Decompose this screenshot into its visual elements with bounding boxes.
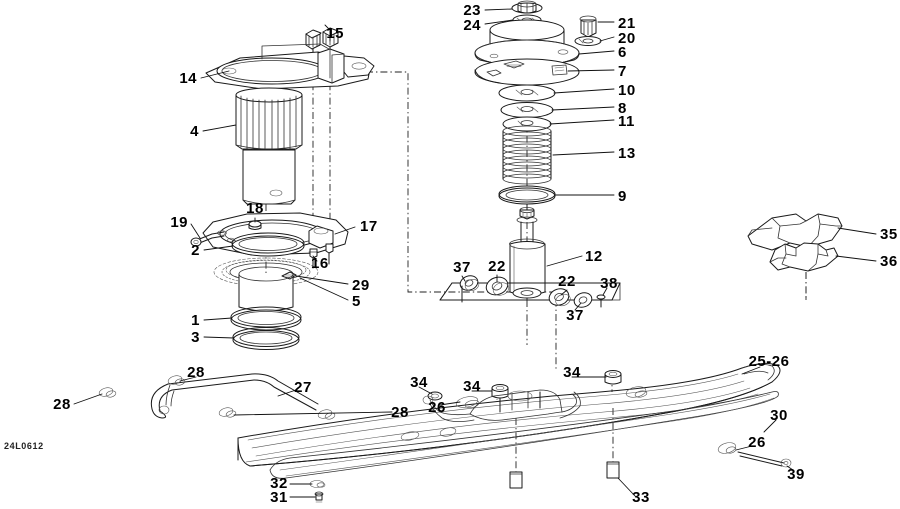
callout-15: 15 xyxy=(326,25,344,42)
callout-29: 29 xyxy=(352,277,370,294)
callout-18: 18 xyxy=(246,200,264,217)
callout-34-b: 34 xyxy=(463,378,481,395)
part-19-lever xyxy=(190,231,225,247)
callout-28-mid: 28 xyxy=(391,404,409,421)
part-36-clip xyxy=(769,242,839,272)
part-28-grommets xyxy=(98,375,336,420)
callout-17: 17 xyxy=(360,218,378,235)
part-26-grommet xyxy=(455,396,480,409)
callout-31: 31 xyxy=(270,489,288,506)
shock-rod xyxy=(516,203,538,224)
callout-8: 8 xyxy=(618,100,627,117)
callout-24: 24 xyxy=(463,17,481,34)
ski-saddle-mount xyxy=(400,386,648,441)
callout-23: 23 xyxy=(463,2,481,19)
callout-34-a: 34 xyxy=(410,374,428,391)
part-29-bearing xyxy=(213,257,319,312)
part-1-ring xyxy=(230,306,302,331)
callout-28-top: 28 xyxy=(187,364,205,381)
left-steering-column-assembly xyxy=(190,27,375,350)
callout-22-left: 22 xyxy=(488,258,506,275)
part-2-ring xyxy=(231,232,305,257)
part-10-washer xyxy=(498,84,556,102)
part-3-ring xyxy=(232,327,300,350)
callout-19: 19 xyxy=(170,214,188,231)
right-bracket-assembly xyxy=(747,213,843,272)
callout-9: 9 xyxy=(618,188,627,205)
callout-36: 36 xyxy=(880,253,898,270)
part-27-handle xyxy=(98,373,336,420)
callout-12: 12 xyxy=(585,248,603,265)
callout-26-a: 26 xyxy=(428,399,446,416)
part-11-spring-cap xyxy=(502,116,552,132)
part-8-washer xyxy=(500,102,554,118)
callout-14: 14 xyxy=(179,70,197,87)
callout-4: 4 xyxy=(190,123,199,140)
callout-3: 3 xyxy=(191,329,200,346)
part-34-bolts xyxy=(427,370,622,401)
part-7-retainer xyxy=(474,58,580,86)
part-6-upper-cap xyxy=(474,19,580,67)
part-20-washer xyxy=(574,36,602,46)
callout-28-left: 28 xyxy=(53,396,71,413)
part-21-bolt xyxy=(579,15,597,38)
part-14-top-plate xyxy=(205,43,375,90)
callout-33: 33 xyxy=(632,489,650,506)
callout-37-left: 37 xyxy=(453,259,471,276)
callout-21: 21 xyxy=(618,15,636,32)
part-15-bolts xyxy=(305,27,339,67)
part-32-31-runner-bolt xyxy=(309,480,326,503)
callout-2: 2 xyxy=(191,242,200,259)
callout-37-right: 37 xyxy=(566,307,584,324)
callout-10: 10 xyxy=(618,82,636,99)
part-30-runner xyxy=(269,391,779,479)
callout-1: 1 xyxy=(191,312,200,329)
leader-lines xyxy=(73,8,877,498)
callout-30: 30 xyxy=(770,407,788,424)
callout-39: 39 xyxy=(787,466,805,483)
callout-34-c: 34 xyxy=(563,364,581,381)
part-26b-39-rear xyxy=(717,442,792,468)
part-4-splined-column xyxy=(235,87,303,205)
callout-22-right: 22 xyxy=(558,273,576,290)
callout-6: 6 xyxy=(618,44,627,61)
callout-35: 35 xyxy=(880,226,898,243)
part-23-nut xyxy=(511,0,543,14)
callout-11: 11 xyxy=(618,113,635,130)
part-16-bolt xyxy=(308,243,334,269)
part-12-shock-body xyxy=(509,221,546,296)
callout-labels: 15 14 4 19 18 17 2 16 29 5 1 3 23 24 21 … xyxy=(53,2,898,506)
callout-13: 13 xyxy=(618,145,636,162)
part-35-saddle xyxy=(747,213,843,251)
part-13-coil-spring xyxy=(502,125,552,185)
part-9-spring-seat xyxy=(498,185,556,205)
callout-25-26: 25-26 xyxy=(749,353,790,370)
part-25-26-ski-body xyxy=(237,362,781,467)
callout-38: 38 xyxy=(600,275,618,292)
callout-32: 32 xyxy=(270,475,288,492)
bottom-ski-assembly xyxy=(98,362,792,503)
callout-16: 16 xyxy=(311,255,329,272)
callout-20: 20 xyxy=(618,30,636,47)
callout-27: 27 xyxy=(294,379,312,396)
plate-code: 24L0612 xyxy=(4,441,44,451)
callout-5: 5 xyxy=(352,293,361,310)
callout-7: 7 xyxy=(618,63,627,80)
callout-26-b: 26 xyxy=(748,434,766,451)
part-33-runner-bolts xyxy=(509,461,620,489)
